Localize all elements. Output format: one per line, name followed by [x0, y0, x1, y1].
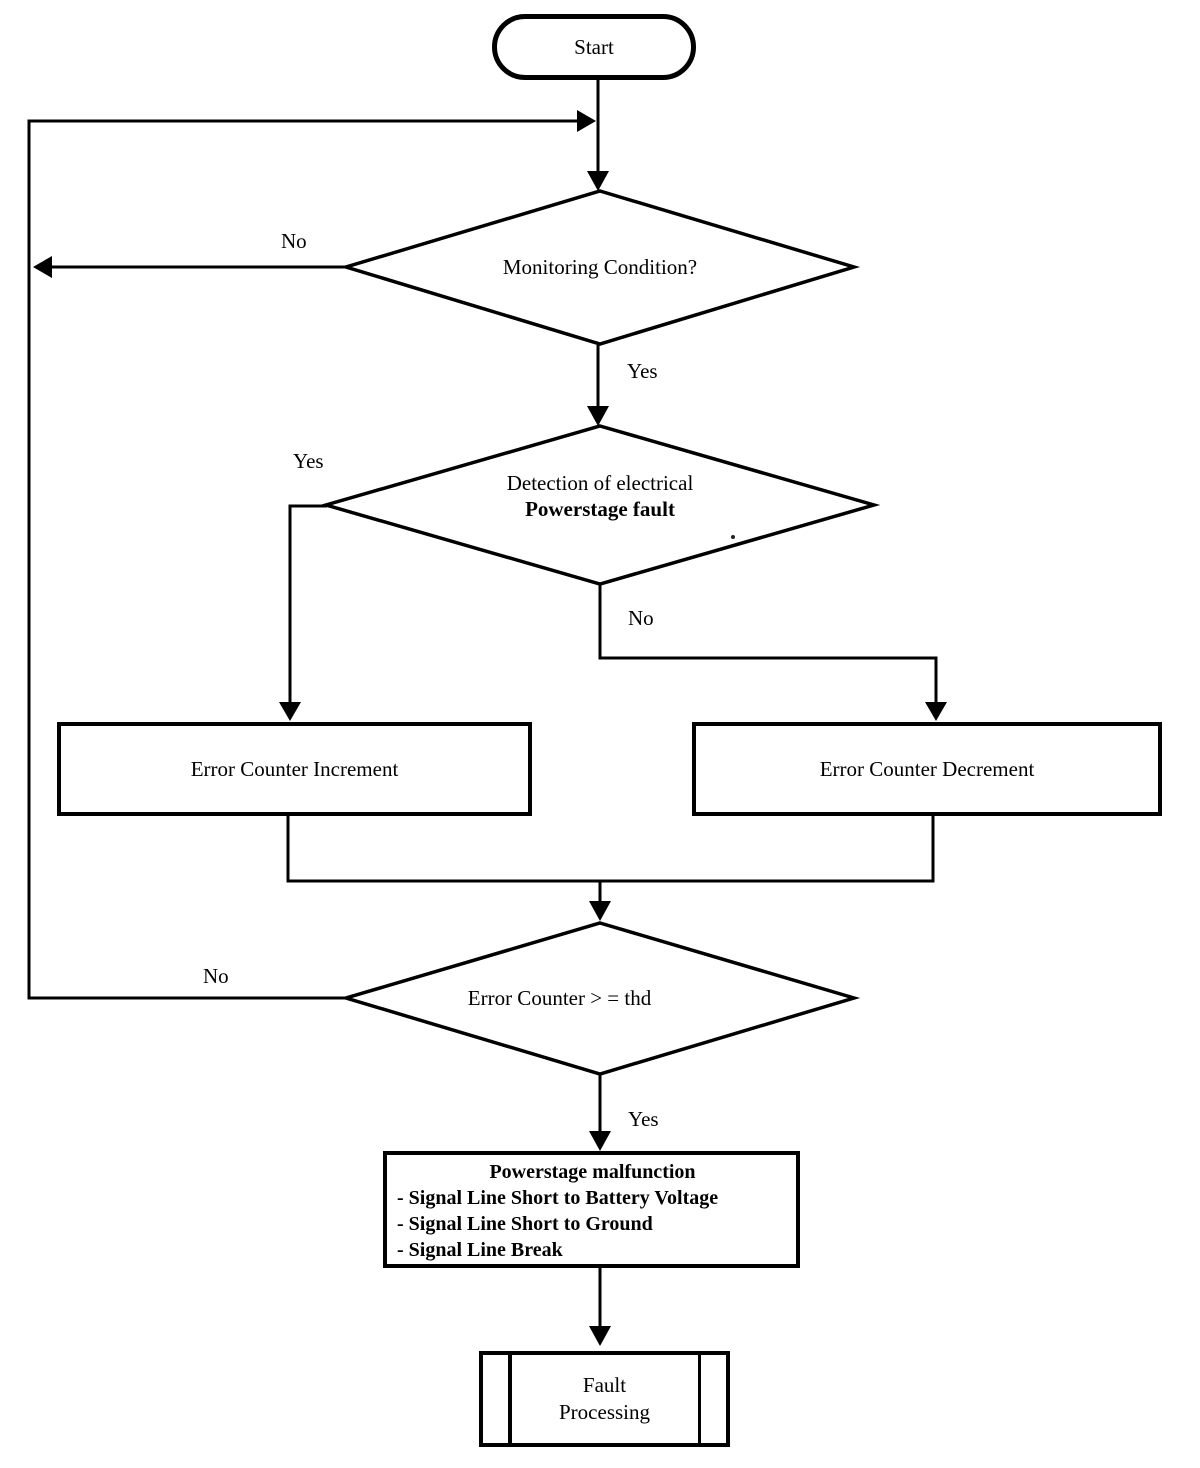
edge-monitoring-yes	[587, 345, 609, 426]
edge-start-to-monitoring	[587, 80, 609, 191]
edge-feedback-loop	[27, 110, 596, 1000]
error-counter-increment-label: Error Counter Increment	[190, 757, 399, 781]
predefined-process-bar-left	[508, 1355, 512, 1443]
predefined-process-bar-right	[697, 1355, 701, 1443]
edge-detection-yes	[279, 504, 327, 721]
edge-malfunction-to-fault	[589, 1268, 611, 1346]
edge-merge-to-threshold	[286, 816, 935, 921]
edge-threshold-yes	[589, 1075, 611, 1151]
decision-monitoring-condition	[339, 189, 861, 346]
error-counter-threshold-label: Error Counter > = thd	[467, 986, 652, 1010]
decision-powerstage-fault	[319, 424, 881, 586]
error-counter-decrement-label: Error Counter Decrement	[819, 757, 1035, 781]
powerstage-malfunction-title: Powerstage malfunction	[489, 1161, 696, 1183]
edge-detection-no	[598, 585, 947, 721]
decision-error-counter-threshold	[339, 921, 861, 1076]
start-node: Start	[492, 14, 696, 80]
detection-no-label: No	[628, 606, 654, 630]
monitoring-condition-label: Monitoring Condition?	[502, 255, 698, 279]
threshold-no-label: No	[203, 964, 229, 988]
malfunction-item-battery: - Signal Line Short to Battery Voltage	[397, 1187, 719, 1209]
edge-monitoring-no	[33, 256, 345, 278]
malfunction-item-break: - Signal Line Break	[397, 1239, 563, 1261]
start-label: Start	[574, 35, 614, 59]
monitoring-no-label: No	[281, 229, 307, 253]
fault-processing-line2: Processing	[559, 1400, 650, 1424]
detection-line2: Powerstage fault	[525, 497, 675, 521]
powerstage-fault-detection-label: Detection of electrical Powerstage fault	[400, 470, 800, 522]
detection-yes-label: Yes	[293, 449, 324, 473]
malfunction-item-ground: - Signal Line Short to Ground	[397, 1213, 653, 1235]
fault-processing-box: Fault Processing	[479, 1351, 730, 1447]
error-counter-decrement-box: Error Counter Decrement	[692, 722, 1162, 816]
fault-processing-label: Fault Processing	[559, 1372, 650, 1426]
powerstage-malfunction-box: Powerstage malfunction - Signal Line Sho…	[383, 1151, 800, 1268]
fault-processing-line1: Fault	[582, 1373, 627, 1397]
threshold-yes-label: Yes	[628, 1107, 659, 1131]
monitoring-yes-label: Yes	[627, 359, 658, 383]
detection-line1: Detection of electrical	[506, 471, 694, 495]
error-counter-increment-box: Error Counter Increment	[57, 722, 532, 816]
stray-period-mark	[731, 535, 735, 539]
